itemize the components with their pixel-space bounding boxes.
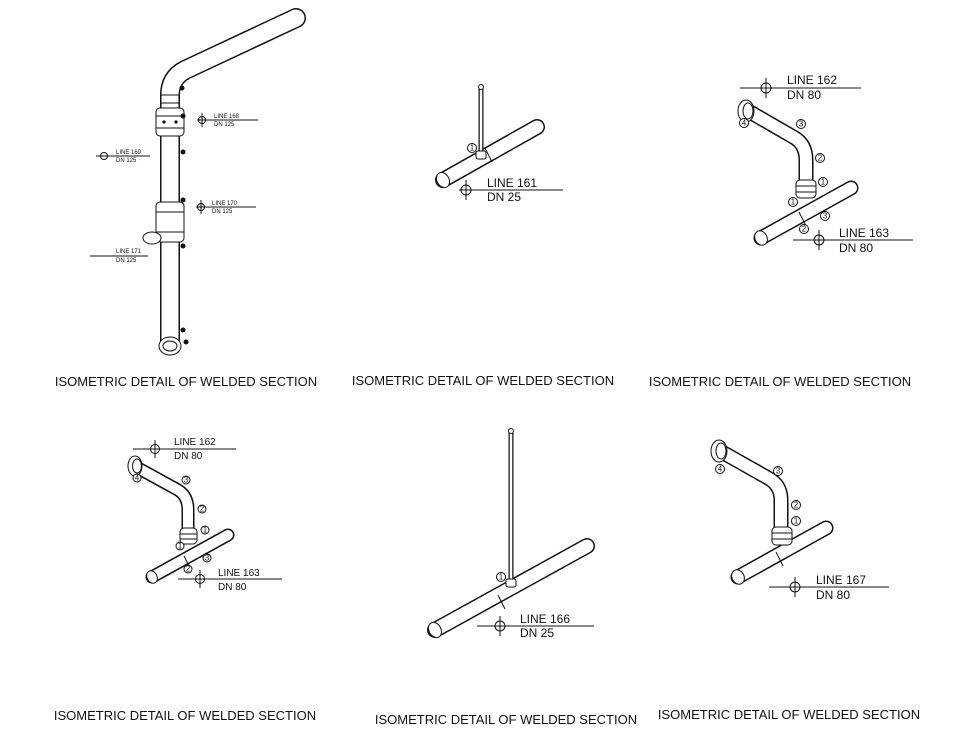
detail-caption: ISOMETRIC DETAIL OF WELDED SECTION [375, 712, 637, 727]
line-number: LINE 162 [787, 73, 837, 87]
pipe-run [160, 8, 306, 355]
flange-middle [142, 201, 185, 245]
pipe-size: DN 125 [116, 258, 137, 264]
header-pipe [753, 180, 859, 246]
detail-4: 4 3 2 1 1 3 2 LINE 162 DN 80 LINE 163 DN… [54, 437, 316, 723]
branch-pipe [127, 455, 198, 545]
pipe-size: DN 125 [214, 122, 235, 128]
weld-number: 1 [467, 143, 477, 153]
svg-text:1: 1 [470, 144, 475, 153]
pipe-size: DN 80 [787, 88, 821, 102]
line-number: LINE 168 [214, 114, 240, 120]
pipe-size: DN 80 [816, 588, 850, 602]
line-tag-162: LINE 162 DN 80 [133, 437, 236, 462]
svg-text:4: 4 [135, 474, 140, 483]
header-pipe [145, 528, 235, 584]
detail-3: 4 3 2 1 1 3 2 LINE 162 DN 80 LINE 163 DN… [649, 73, 913, 389]
weld-number: 1 [496, 572, 506, 582]
svg-text:1: 1 [499, 573, 504, 582]
line-number: LINE 170 [212, 201, 238, 207]
svg-text:1: 1 [178, 542, 183, 551]
detail-caption: ISOMETRIC DETAIL OF WELDED SECTION [55, 374, 317, 389]
pipe-size: DN 80 [174, 451, 203, 462]
detail-caption: ISOMETRIC DETAIL OF WELDED SECTION [649, 374, 911, 389]
line-tag-167: LINE 167 DN 80 [769, 573, 889, 602]
svg-text:3: 3 [184, 476, 189, 485]
detail-2: 1 LINE 161 DN 25 ISOMETRIC DETAIL OF WEL… [352, 84, 614, 388]
line-tag-166: LINE 166 DN 25 [477, 612, 594, 640]
svg-text:1: 1 [794, 517, 799, 526]
line-number: LINE 163 [218, 568, 260, 579]
svg-text:1: 1 [791, 198, 796, 207]
line-tag-171: LINE 171 DN 125 [90, 249, 148, 264]
pipe-end-cap [158, 336, 182, 356]
line-number: LINE 163 [839, 226, 889, 240]
line-number: LINE 166 [520, 612, 570, 626]
header-pipe [435, 119, 545, 189]
svg-text:4: 4 [742, 119, 747, 128]
branch-pipe [710, 439, 793, 546]
line-number: LINE 161 [487, 176, 537, 190]
svg-text:3: 3 [776, 467, 781, 476]
weld-numbers: 4 3 2 1 1 3 2 [132, 473, 212, 574]
branch-pipe [475, 84, 487, 160]
detail-5: 1 LINE 166 DN 25 ISOMETRIC DETAIL OF WEL… [375, 428, 637, 727]
header-pipe [730, 520, 834, 585]
detail-1: LINE 168 DN 125 LINE 169 DN 125 LINE 170… [55, 8, 317, 389]
weld-numbers: 4 3 2 1 [715, 464, 801, 526]
pipe-size: DN 125 [212, 209, 233, 215]
svg-text:1: 1 [821, 178, 826, 187]
svg-text:2: 2 [200, 505, 205, 514]
header-pipe [427, 538, 595, 639]
svg-text:2: 2 [794, 501, 799, 510]
line-tag-170: LINE 170 DN 125 [196, 200, 256, 215]
pipe-size: DN 25 [487, 190, 521, 204]
svg-text:3: 3 [205, 554, 210, 563]
svg-text:3: 3 [799, 120, 804, 129]
branch-pipe [737, 99, 817, 199]
detail-caption: ISOMETRIC DETAIL OF WELDED SECTION [658, 707, 920, 722]
line-number: LINE 167 [816, 573, 866, 587]
detail-caption: ISOMETRIC DETAIL OF WELDED SECTION [352, 373, 614, 388]
svg-text:3: 3 [823, 212, 828, 221]
svg-text:1: 1 [203, 526, 208, 535]
line-tag-162: LINE 162 DN 80 [740, 73, 861, 102]
weld-dots [179, 85, 189, 345]
pipe-size: DN 80 [218, 582, 247, 593]
svg-text:4: 4 [718, 465, 723, 474]
line-tag-161: LINE 161 DN 25 [459, 176, 563, 204]
pipe-size: DN 125 [116, 158, 137, 164]
branch-pipe [505, 428, 517, 588]
line-tag-169: LINE 169 DN 125 [96, 150, 150, 164]
svg-text:2: 2 [186, 565, 191, 574]
svg-text:2: 2 [802, 225, 807, 234]
line-tag-168: LINE 168 DN 125 [197, 113, 258, 128]
line-number: LINE 169 [116, 150, 142, 156]
detail-caption: ISOMETRIC DETAIL OF WELDED SECTION [54, 708, 316, 723]
svg-text:2: 2 [818, 154, 823, 163]
detail-6: 4 3 2 1 LINE 167 DN 80 ISOMETRIC DETAIL … [658, 439, 920, 722]
pipe-size: DN 25 [520, 626, 554, 640]
line-tag-163: LINE 163 DN 80 [793, 226, 913, 255]
line-number: LINE 162 [174, 437, 216, 448]
pipe-size: DN 80 [839, 241, 873, 255]
line-number: LINE 171 [116, 249, 142, 255]
weld-numbers: 4 3 2 1 1 3 2 [739, 118, 830, 234]
flange-upper [155, 107, 185, 137]
line-tag-163: LINE 163 DN 80 [178, 568, 282, 593]
